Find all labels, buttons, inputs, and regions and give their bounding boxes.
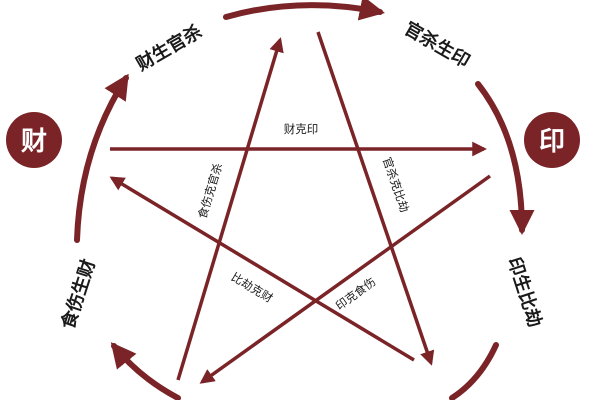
cycle-arcs xyxy=(74,0,535,400)
label-officer-generates-seal: 官杀生印 xyxy=(400,17,473,72)
label-output-generates-wealth: 食伤生财 xyxy=(56,257,99,333)
label-output-controls-officer: 食伤克官杀 xyxy=(195,161,225,220)
arc-bottom-right xyxy=(449,342,499,400)
label-officer-controls-peer: 官杀克比劫 xyxy=(380,155,412,214)
node-seal-label: 印 xyxy=(539,127,565,157)
node-seal-circle xyxy=(524,112,580,168)
label-seal-controls-output: 印克食伤 xyxy=(333,275,378,313)
node-seal: 印 xyxy=(524,112,580,168)
arc-left xyxy=(74,73,129,243)
node-wealth-circle xyxy=(6,112,62,168)
arrow-output-to-officer xyxy=(176,37,284,381)
control-arrows xyxy=(109,31,492,384)
label-seal-generates-peer: 印生比劫 xyxy=(503,255,546,330)
label-wealth-controls-seal: 财克印 xyxy=(284,122,319,136)
arrow-seal-to-output xyxy=(199,174,492,384)
arc-right xyxy=(475,81,535,236)
arrow-officer-to-peer xyxy=(316,31,435,366)
arc-bottom-left xyxy=(110,342,181,400)
label-peer-controls-wealth: 比劫克财 xyxy=(229,270,276,306)
arc-top xyxy=(223,0,385,21)
node-wealth-label: 财 xyxy=(21,127,47,157)
label-wealth-generates-officer: 财生官杀 xyxy=(132,20,205,75)
node-wealth: 财 xyxy=(6,112,62,168)
arrow-peer-to-wealth xyxy=(109,176,415,362)
